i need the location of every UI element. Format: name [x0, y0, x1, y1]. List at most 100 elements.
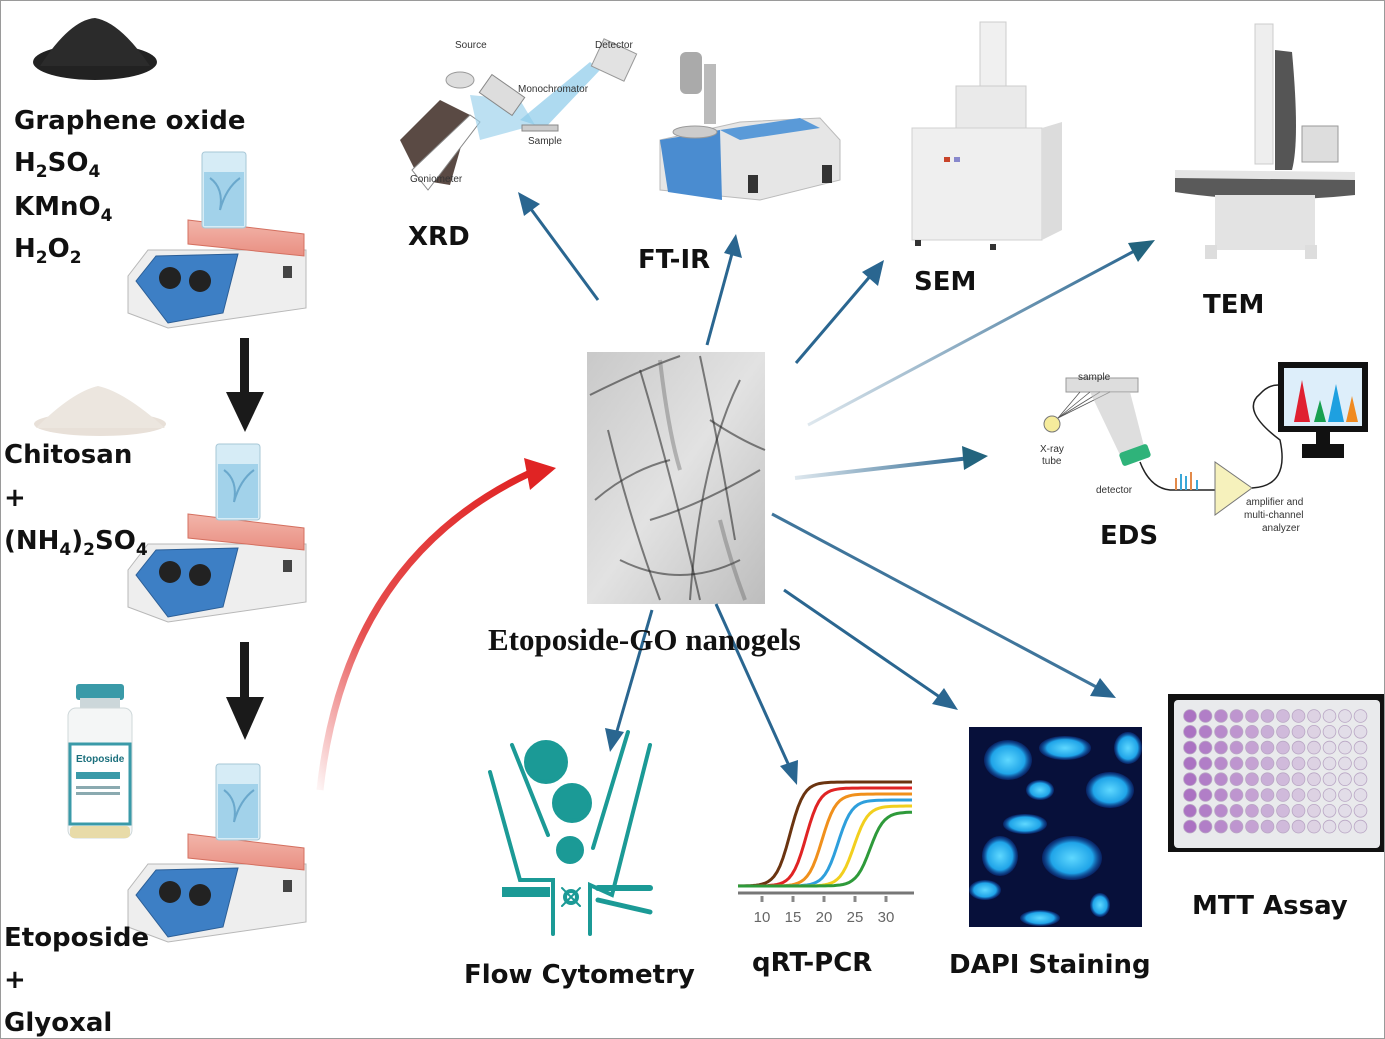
eds-detector-label: detector	[1096, 485, 1133, 496]
mtt-well	[1229, 788, 1244, 802]
mtt-well	[1276, 819, 1290, 834]
arrow-to-eds	[794, 446, 988, 480]
mtt-well	[1276, 709, 1290, 723]
reagent-graphene-oxide: Graphene oxide	[14, 106, 246, 136]
mtt-well	[1276, 788, 1290, 802]
mtt-well	[1338, 709, 1352, 723]
mtt-well	[1229, 709, 1244, 723]
down-arrow-2	[226, 642, 264, 740]
qpcr-tick-label: 15	[785, 909, 802, 926]
mtt-well	[1338, 724, 1352, 739]
mtt-well	[1214, 724, 1228, 739]
plus-sign-1: +	[4, 483, 26, 513]
mtt-well	[1291, 709, 1306, 723]
mtt-well	[1183, 756, 1197, 771]
mtt-well	[1291, 756, 1306, 771]
mtt-well	[1338, 819, 1352, 834]
mtt-well	[1307, 756, 1321, 771]
arrow-to-dapi	[783, 588, 958, 710]
mtt-well	[1307, 772, 1321, 786]
mtt-well	[1353, 803, 1368, 818]
etoposide-vial-icon: Etoposide	[67, 684, 133, 839]
down-arrow-1	[226, 338, 264, 432]
mtt-well	[1214, 709, 1228, 723]
mtt-well	[1183, 819, 1197, 834]
mtt-well	[1353, 709, 1368, 723]
vial-label: Etoposide	[76, 754, 125, 765]
label-xrd: XRD	[408, 222, 470, 252]
mtt-well	[1198, 772, 1213, 786]
label-ftir: FT-IR	[638, 245, 711, 275]
eds-amp-label-3: analyzer	[1262, 523, 1300, 534]
mtt-well	[1198, 724, 1213, 739]
mtt-well	[1338, 803, 1352, 818]
eds-schematic-icon: sample X-ray tube detector amplifier and…	[1040, 362, 1368, 534]
arrow-to-sem	[794, 260, 884, 364]
mtt-well	[1291, 788, 1306, 802]
mtt-well	[1260, 740, 1275, 755]
reagent-chitosan: Chitosan	[4, 440, 133, 470]
mtt-well	[1214, 788, 1228, 802]
mtt-well	[1353, 756, 1368, 771]
arrow-to-tem	[807, 240, 1155, 427]
mtt-well	[1338, 740, 1352, 755]
mtt-well	[1322, 788, 1337, 802]
qpcr-tick	[822, 896, 826, 902]
arrow-to-flow	[605, 609, 654, 752]
mtt-well	[1276, 756, 1290, 771]
qpcr-tick-label: 30	[878, 909, 895, 926]
mtt-well	[1198, 788, 1213, 802]
eds-sample-label: sample	[1078, 372, 1111, 383]
hotplate-stirrer-icon-1	[127, 151, 307, 329]
mtt-well	[1307, 819, 1321, 834]
mtt-96-well-plate	[1168, 694, 1384, 852]
mtt-well	[1245, 709, 1259, 723]
qpcr-tick	[791, 896, 795, 902]
reagent-etoposide: Etoposide	[4, 923, 150, 953]
mtt-well	[1245, 772, 1259, 786]
mtt-well	[1245, 803, 1259, 818]
mtt-well	[1322, 724, 1337, 739]
svg-text:Goniometer: Goniometer	[410, 174, 463, 185]
qpcr-curve	[738, 780, 912, 888]
qpcr-tick-label: 10	[754, 909, 771, 926]
mtt-well	[1322, 772, 1337, 786]
mtt-well	[1183, 709, 1197, 723]
mtt-well	[1338, 772, 1352, 786]
mtt-well	[1260, 788, 1275, 802]
mtt-well	[1198, 740, 1213, 755]
mtt-well	[1260, 819, 1275, 834]
mtt-well	[1245, 819, 1259, 834]
reagent-h2o2: H2O2	[14, 234, 82, 268]
mtt-well	[1245, 788, 1259, 802]
mtt-well	[1229, 772, 1244, 786]
qpcr-curve	[738, 810, 913, 888]
qpcr-curve	[738, 786, 912, 888]
label-sem: SEM	[914, 267, 977, 297]
mtt-well	[1307, 803, 1321, 818]
mtt-well	[1214, 756, 1228, 771]
label-mtt: MTT Assay	[1192, 891, 1348, 921]
label-qpcr: qRT-PCR	[752, 948, 873, 978]
arrow-to-qpcr	[714, 603, 798, 785]
mtt-well	[1307, 709, 1321, 723]
qpcr-amplification-plot	[738, 780, 913, 888]
qpcr-tick-label: 25	[847, 909, 864, 926]
reagent-ammonium-sulfate: (NH4)2SO4	[4, 526, 148, 560]
mtt-well	[1322, 740, 1337, 755]
mtt-well	[1214, 740, 1228, 755]
mtt-well	[1183, 803, 1197, 818]
mtt-well	[1229, 803, 1244, 818]
mtt-well	[1198, 819, 1213, 834]
mtt-well	[1276, 740, 1290, 755]
reagent-h2so4: H2SO4	[14, 148, 101, 182]
reagent-kmno4: KMnO4	[14, 192, 113, 226]
mtt-well	[1338, 756, 1352, 771]
qpcr-curve	[738, 798, 912, 888]
mtt-well	[1198, 756, 1213, 771]
svg-text:Sample: Sample	[528, 136, 562, 147]
mtt-well	[1353, 724, 1368, 739]
mtt-well	[1307, 788, 1321, 802]
eds-xray-label-1: X-ray	[1040, 444, 1064, 455]
